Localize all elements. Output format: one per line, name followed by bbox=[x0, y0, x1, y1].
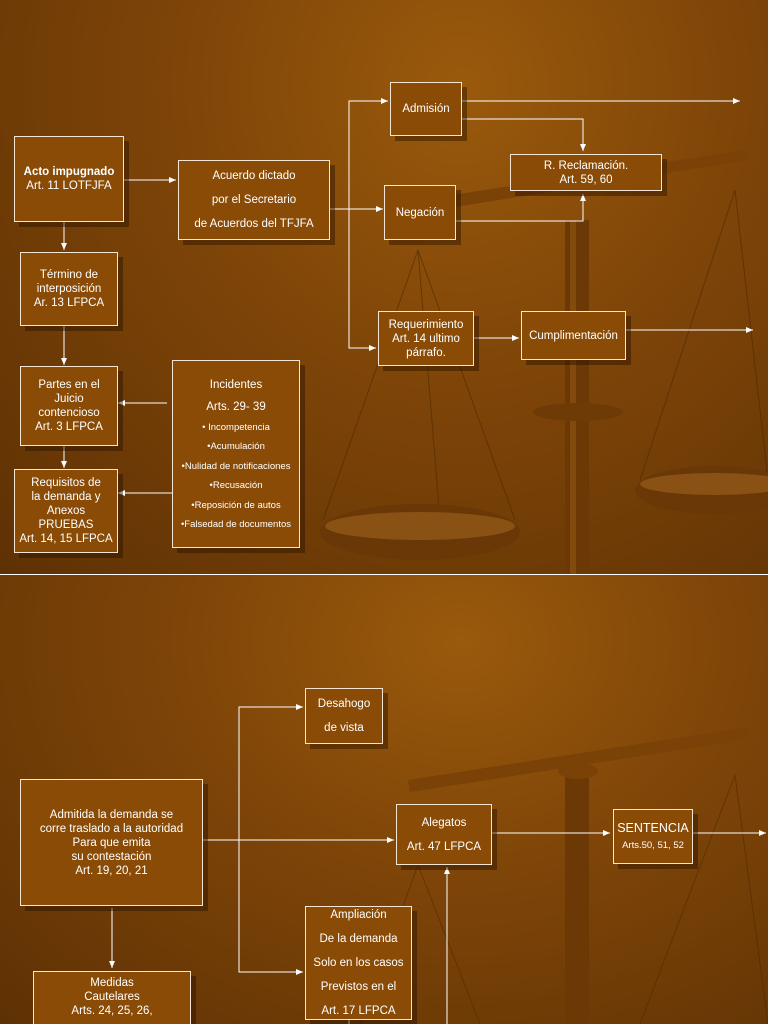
requisitos-line: PRUEBAS bbox=[38, 519, 94, 531]
slide-separator bbox=[0, 574, 768, 575]
incidentes-item: •Recusación bbox=[209, 480, 263, 491]
requerimiento-line: Art. 14 ultimo bbox=[392, 332, 460, 345]
alegatos-box: Alegatos Art. 47 LFPCA bbox=[396, 804, 492, 865]
admitida-line: Admitida la demanda se bbox=[49, 808, 174, 821]
termino-line: interposición bbox=[36, 283, 102, 295]
cumplimentacion-box: Cumplimentación bbox=[521, 311, 626, 360]
requisitos-box: Requisitos de la demanda y Anexos PRUEBA… bbox=[14, 469, 118, 553]
medidas-line: Medidas bbox=[90, 977, 134, 989]
ampliacion-line: De la demanda bbox=[319, 933, 398, 945]
incidentes-box: Incidentes Arts. 29- 39 • Incompetencia … bbox=[172, 360, 300, 548]
admitida-line: Art. 19, 20, 21 bbox=[75, 864, 148, 877]
medidas-box: Medidas Cautelares Arts. 24, 25, 26, bbox=[33, 971, 191, 1024]
alegatos-line: Art. 47 LFPCA bbox=[406, 840, 482, 853]
admision-label: Admisión bbox=[402, 103, 450, 115]
partes-line: Juicio bbox=[54, 393, 84, 405]
requisitos-line: la demanda y bbox=[31, 491, 101, 503]
admitida-box: Admitida la demanda se corre traslado a … bbox=[20, 779, 203, 906]
slide-1: Acto impugnado Art. 11 LOTFJFA Término d… bbox=[0, 0, 768, 574]
admitida-line: su contestación bbox=[71, 850, 152, 863]
cumplimentacion-label: Cumplimentación bbox=[529, 329, 618, 342]
acuerdo-line: por el Secretario bbox=[211, 194, 297, 206]
negacion-label: Negación bbox=[395, 206, 445, 219]
incidentes-arts: Arts. 29- 39 bbox=[206, 400, 266, 413]
ampliacion-box: Ampliación De la demanda Solo en los cas… bbox=[305, 906, 412, 1020]
acto-title: Acto impugnado bbox=[23, 166, 115, 178]
incidentes-title: Incidentes bbox=[209, 378, 263, 391]
acto-impugnado-box: Acto impugnado Art. 11 LOTFJFA bbox=[14, 136, 124, 222]
medidas-line: Cautelares bbox=[84, 991, 140, 1003]
desahogo-line: de vista bbox=[324, 722, 364, 734]
incidentes-item: •Falsedad de documentos bbox=[180, 519, 291, 530]
requisitos-line: Anexos bbox=[46, 505, 86, 517]
requisitos-line: Requisitos de bbox=[31, 477, 101, 489]
negacion-box: Negación bbox=[384, 185, 456, 240]
incidentes-item: •Acumulación bbox=[207, 441, 265, 452]
admitida-line: corre traslado a la autoridad bbox=[39, 822, 184, 835]
requerimiento-box: Requerimiento Art. 14 ultimo párrafo. bbox=[378, 311, 474, 366]
flow-arrows bbox=[109, 704, 766, 1024]
ampliacion-line: Solo en los casos bbox=[313, 957, 404, 969]
termino-line: Ar. 13 LFPCA bbox=[33, 297, 105, 309]
acuerdo-line: Acuerdo dictado bbox=[212, 170, 296, 182]
sentencia-title: SENTENCIA bbox=[617, 820, 689, 835]
desahogo-box: Desahogo de vista bbox=[305, 688, 383, 744]
desahogo-line: Desahogo bbox=[317, 698, 371, 710]
partes-line: Art. 3 LFPCA bbox=[35, 421, 103, 433]
reclamacion-line: Art. 59, 60 bbox=[559, 173, 613, 186]
reclamacion-box: R. Reclamación. Art. 59, 60 bbox=[510, 154, 662, 191]
acto-ref: Art. 11 LOTFJFA bbox=[26, 180, 112, 192]
requerimiento-line: Requerimiento bbox=[388, 318, 464, 331]
ampliacion-line: Previstos en el bbox=[320, 981, 397, 993]
partes-box: Partes en el Juicio contencioso Art. 3 L… bbox=[20, 366, 118, 446]
ampliacion-line: Ampliación bbox=[330, 909, 387, 921]
incidentes-item: •Reposición de autos bbox=[191, 499, 281, 511]
sentencia-arts: Arts.50, 51, 52 bbox=[622, 839, 684, 851]
requerimiento-line: párrafo. bbox=[406, 346, 446, 359]
ampliacion-line: Art. 17 LFPCA bbox=[321, 1005, 396, 1017]
partes-line: Partes en el bbox=[38, 379, 100, 391]
flow-arrows bbox=[61, 98, 753, 496]
admision-box: Admisión bbox=[390, 82, 462, 136]
scales-of-justice-image bbox=[359, 727, 768, 1024]
medidas-line: Arts. 24, 25, 26, bbox=[71, 1005, 153, 1017]
acuerdo-line: de Acuerdos del TFJFA bbox=[194, 218, 314, 230]
incidentes-item: • Incompetencia bbox=[202, 421, 270, 433]
acuerdo-box: Acuerdo dictado por el Secretario de Acu… bbox=[178, 160, 330, 240]
reclamacion-line: R. Reclamación. bbox=[543, 159, 629, 172]
partes-line: contencioso bbox=[38, 407, 100, 419]
slide-2: Admitida la demanda se corre traslado a … bbox=[0, 575, 768, 1024]
termino-line: Término de bbox=[39, 269, 99, 281]
alegatos-line: Alegatos bbox=[421, 816, 467, 829]
sentencia-box: SENTENCIA Arts.50, 51, 52 bbox=[613, 809, 693, 864]
termino-box: Término de interposición Ar. 13 LFPCA bbox=[20, 252, 118, 326]
incidentes-item: •Nulidad de notificaciones bbox=[181, 460, 291, 472]
admitida-line: Para que emita bbox=[72, 836, 151, 849]
requisitos-line: Art. 14, 15 LFPCA bbox=[19, 533, 113, 545]
